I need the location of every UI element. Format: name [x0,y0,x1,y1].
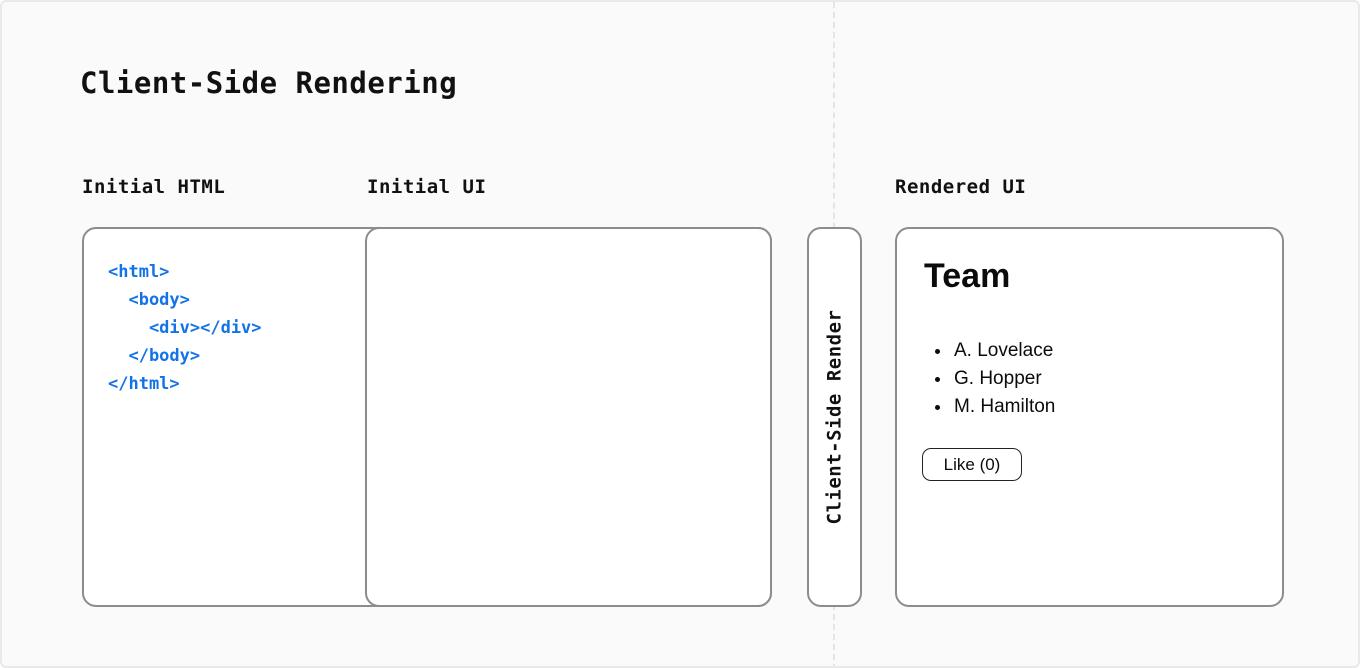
rendered-ui-content: Team A. Lovelace G. Hopper M. Hamilton L… [897,229,1282,605]
code-line: <div></div> [108,318,262,338]
client-side-render-pill: Client-Side Render [807,227,862,607]
team-list: A. Lovelace G. Hopper M. Hamilton [952,337,1055,421]
page-title: Client-Side Rendering [80,66,458,100]
code-line: </html> [108,374,180,394]
initial-ui-panel [365,227,772,607]
client-side-render-label: Client-Side Render [823,309,846,525]
code-line: <body> [108,290,190,310]
code-line: <html> [108,262,170,282]
code-line: </body> [108,346,201,366]
label-initial-ui: Initial UI [367,176,487,198]
label-initial-html: Initial HTML [82,176,226,198]
team-heading: Team [924,257,1011,295]
rendered-ui-panel: Team A. Lovelace G. Hopper M. Hamilton L… [895,227,1284,607]
team-list-item: G. Hopper [952,365,1055,393]
team-list-item: A. Lovelace [952,337,1055,365]
html-code-block: <html> <body> <div></div> </body> </html… [108,258,262,398]
label-rendered-ui: Rendered UI [895,176,1027,198]
like-button[interactable]: Like (0) [922,448,1022,481]
team-list-item: M. Hamilton [952,393,1055,421]
